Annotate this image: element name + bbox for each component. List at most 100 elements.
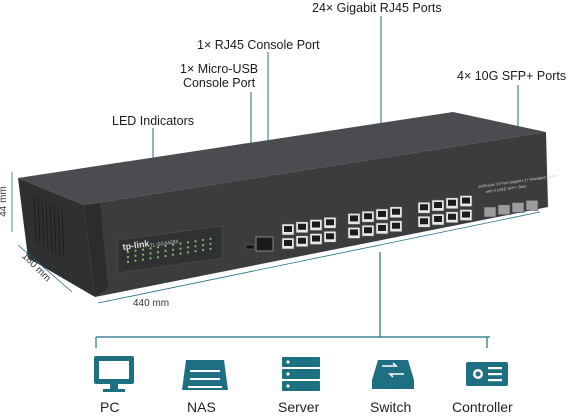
- width-dimension-label: 440 mm: [133, 298, 170, 309]
- sfp-port-grid: [483, 199, 539, 218]
- led-indicator: [126, 250, 130, 254]
- led-indicator: [179, 242, 182, 245]
- rj45-port-socket: [392, 222, 400, 229]
- led-indicator: [134, 249, 137, 252]
- pc-icon: [94, 356, 134, 392]
- rj45-port-socket: [326, 219, 334, 226]
- depth-dim-line: [17, 244, 73, 293]
- rj45-port-socket: [350, 215, 358, 222]
- led-indicator: [171, 253, 175, 256]
- rj45-port-socket: [448, 213, 456, 220]
- controller-icon: [466, 362, 508, 386]
- device-label-controller: Controller: [452, 399, 513, 415]
- led-indicator: [179, 252, 182, 255]
- device-label-server: Server: [278, 399, 320, 415]
- led-indicator: [149, 247, 152, 250]
- led-indicator: [209, 247, 212, 250]
- led-indicator: [156, 251, 160, 254]
- rj45-port-socket: [364, 227, 372, 234]
- led-indicator: [186, 241, 190, 244]
- led-indicator: [171, 248, 175, 251]
- led-indicator: [164, 254, 167, 258]
- rack-ear: [84, 203, 108, 297]
- rj45-port-socket: [392, 208, 400, 215]
- micro-usb-port: [245, 244, 255, 250]
- connection-tree: [95, 252, 490, 348]
- sfp-slot: [497, 204, 511, 216]
- led-indicator: [209, 237, 212, 240]
- led-block: [117, 225, 223, 274]
- rj45-port-socket: [298, 223, 306, 230]
- height-dimension-label: 44 mm: [0, 186, 9, 217]
- rj45-port-socket: [378, 210, 386, 217]
- led-indicator: [194, 245, 197, 248]
- led-indicators-callout: LED Indicators: [112, 114, 194, 128]
- rj45-port-socket: [462, 211, 470, 218]
- rj45-port-socket: [434, 216, 442, 222]
- led-indicator: [201, 238, 205, 242]
- rj45-port-socket: [378, 224, 386, 231]
- nas-icon: [182, 360, 228, 390]
- led-indicator: [149, 257, 152, 260]
- led-indicator: [149, 252, 152, 255]
- led-indicator: [134, 254, 137, 257]
- switch-top-surface: [18, 112, 546, 205]
- rj45-port-socket: [284, 226, 292, 232]
- server-icon: [282, 357, 320, 391]
- rj45-port-socket: [312, 221, 320, 228]
- rj45-port-socket: [364, 213, 372, 220]
- device-label-switch: Switch: [370, 399, 412, 415]
- device-label-pc: PC: [100, 399, 120, 415]
- rj45-port-socket: [420, 204, 428, 211]
- switch-left-side: [18, 178, 95, 297]
- rj45-port-socket: [350, 229, 358, 236]
- led-indicator: [171, 243, 175, 246]
- rj45-port-socket: [284, 240, 292, 246]
- rj45-port-socket: [420, 218, 428, 225]
- rj45-port-socket: [434, 202, 442, 208]
- led-indicator: [186, 251, 190, 254]
- led-indicator: [141, 253, 145, 256]
- led-indicator: [179, 247, 182, 250]
- led-indicator: [141, 248, 145, 251]
- micro-usb-console-callout: 1× Micro-USB Console Port: [180, 62, 259, 90]
- rj45-console-port: [255, 236, 274, 252]
- dimension-lines: [11, 172, 541, 304]
- led-indicator: [164, 249, 167, 253]
- sfp-slot: [483, 206, 497, 218]
- led-dots: [126, 237, 212, 264]
- rj45-port-socket: [326, 233, 334, 240]
- led-indicator: [156, 246, 160, 249]
- width-dim-line: [97, 211, 541, 304]
- rj45-port-grid: [281, 195, 473, 250]
- led-indicator: [186, 246, 190, 249]
- rj45-port-socket: [448, 199, 456, 206]
- led-indicator: [209, 242, 212, 245]
- led-indicator: [126, 255, 130, 259]
- led-indicator: [194, 240, 197, 243]
- led-indicator: [141, 258, 145, 261]
- brand-logo-text: tp-link: [122, 238, 151, 252]
- led-indicator: [134, 259, 137, 262]
- led-indicator: [201, 243, 205, 247]
- device-label-nas: NAS: [187, 399, 216, 415]
- switch-icon: [372, 360, 414, 389]
- led-indicator: [194, 250, 197, 253]
- switch-description-line2: with 4 10GE SFP+ Slots: [486, 184, 527, 194]
- led-indicator: [201, 248, 205, 252]
- sfp-ports-callout: 4× 10G SFP+ Ports: [457, 69, 567, 83]
- sfp-slot: [525, 199, 539, 211]
- sfp-slot: [511, 202, 525, 213]
- rj45-port-socket: [298, 237, 306, 244]
- led-indicator: [164, 244, 167, 248]
- gigabit-ports-callout: 24× Gigabit RJ45 Ports: [312, 1, 442, 15]
- rj45-port-socket: [462, 197, 470, 204]
- rj45-console-callout: 1× RJ45 Console Port: [197, 38, 320, 52]
- led-indicator: [156, 256, 160, 259]
- rj45-port-socket: [312, 235, 320, 242]
- led-indicator: [126, 260, 130, 264]
- model-number: TL-SG3428X: [149, 239, 179, 249]
- side-vents: [33, 195, 65, 259]
